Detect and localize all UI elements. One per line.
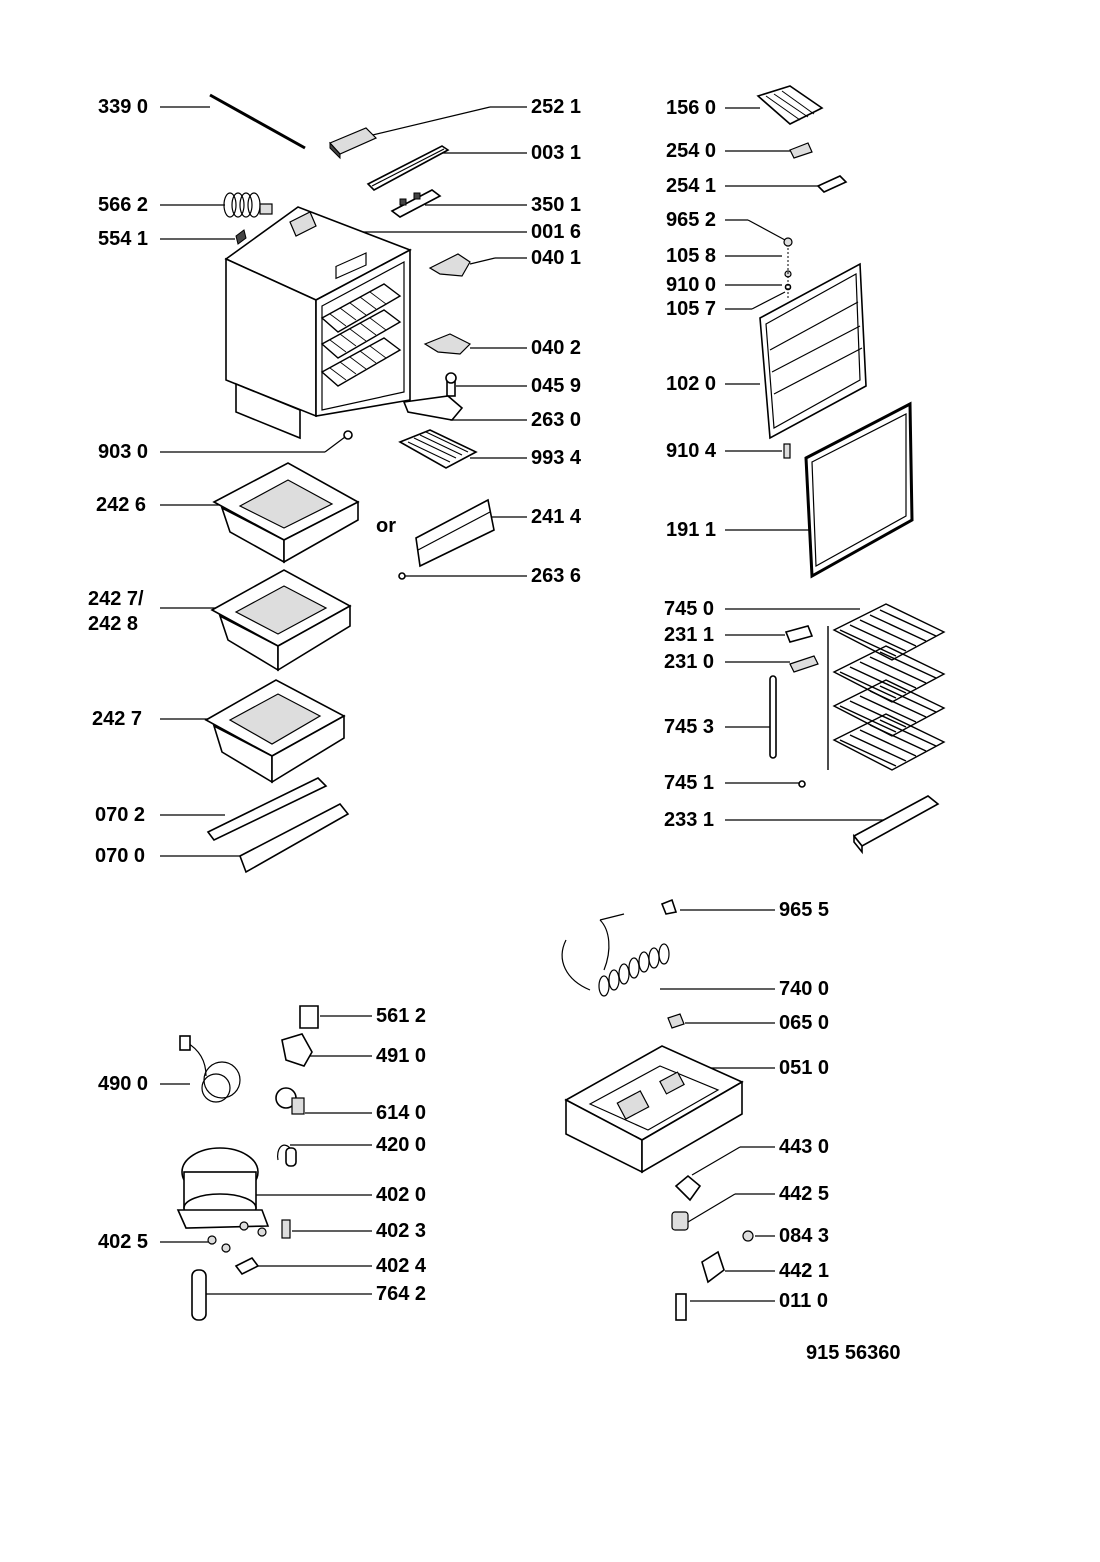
label-764-2: 764 2 [376, 1283, 427, 1305]
drawer-242-6 [212, 462, 360, 564]
label-233-1: 233 1 [664, 809, 715, 831]
label-561-2: 561 2 [376, 1005, 427, 1027]
base-tray [564, 1045, 744, 1174]
label-231-0: 231 0 [664, 651, 715, 673]
parts: or [176, 85, 946, 1321]
label-402-3: 402 3 [376, 1220, 427, 1242]
label-442-1: 442 1 [779, 1260, 830, 1282]
label-045-9: 045 9 [531, 375, 582, 397]
label-242-7: 242 7 [92, 708, 143, 730]
label-745-0: 745 0 [664, 598, 715, 620]
label-263-6: 263 6 [531, 565, 582, 587]
label-566-2: 566 2 [98, 194, 149, 216]
label-070-2: 070 2 [95, 804, 146, 826]
label-554-1: 554 1 [98, 228, 149, 250]
label-965-5: 965 5 [779, 899, 830, 921]
label-242-6: 242 6 [96, 494, 147, 516]
label-402-5: 402 5 [98, 1231, 149, 1253]
label-490-0: 490 0 [98, 1073, 149, 1095]
label-102-0: 102 0 [666, 373, 717, 395]
label-339-0: 339 0 [98, 96, 149, 118]
label-001-6: 001 6 [531, 221, 582, 243]
label-910-4: 910 4 [666, 440, 717, 462]
compressor [176, 1147, 270, 1229]
label-491-0: 491 0 [376, 1045, 427, 1067]
condenser-coil [561, 913, 670, 997]
label-040-2: 040 2 [531, 337, 582, 359]
label-350-1: 350 1 [531, 194, 582, 216]
label-263-0: 263 0 [531, 409, 582, 431]
document-number: 915 56360 [806, 1342, 901, 1364]
label-242-7-slash: 242 7/ [88, 588, 144, 610]
label-065-0: 065 0 [779, 1012, 830, 1034]
shelf-rack [827, 603, 946, 771]
label-903-0: 903 0 [98, 441, 149, 463]
power-cord [179, 1035, 241, 1103]
door-102-0 [759, 262, 867, 440]
label-910-0: 910 0 [666, 274, 717, 296]
label-003-1: 003 1 [531, 142, 582, 164]
label-420-0: 420 0 [376, 1134, 427, 1156]
label-614-0: 614 0 [376, 1102, 427, 1124]
label-745-3: 745 3 [664, 716, 715, 738]
label-443-0: 443 0 [779, 1136, 830, 1158]
leader-lines [160, 106, 900, 1302]
label-156-0: 156 0 [666, 97, 717, 119]
cabinet [224, 206, 412, 440]
coil-566-2 [223, 192, 273, 218]
label-011-0: 011 0 [779, 1290, 828, 1312]
label-084-3: 084 3 [779, 1225, 830, 1247]
label-105-7: 105 7 [666, 298, 717, 320]
label-040-1: 040 1 [531, 247, 582, 269]
label-051-0: 051 0 [779, 1057, 830, 1079]
drawer-242-7 [204, 679, 346, 784]
label-070-0: 070 0 [95, 845, 146, 867]
label-402-0: 402 0 [376, 1184, 427, 1206]
label-252-1: 252 1 [531, 96, 582, 118]
label-254-1: 254 1 [666, 175, 717, 197]
label-993-4: 993 4 [531, 447, 582, 469]
label-242-8: 242 8 [88, 613, 139, 635]
label-740-0: 740 0 [779, 978, 830, 1000]
drawer-242-7-8 [210, 569, 352, 672]
label-442-5: 442 5 [779, 1183, 830, 1205]
label-191-1: 191 1 [666, 519, 717, 541]
label-965-2: 965 2 [666, 209, 717, 231]
label-402-4: 402 4 [376, 1255, 427, 1277]
label-241-4: 241 4 [531, 506, 582, 528]
label-231-1: 231 1 [664, 624, 715, 646]
label-745-1: 745 1 [664, 772, 715, 794]
label-254-0: 254 0 [666, 140, 717, 162]
or-label: or [376, 515, 396, 537]
label-105-8: 105 8 [666, 245, 717, 267]
